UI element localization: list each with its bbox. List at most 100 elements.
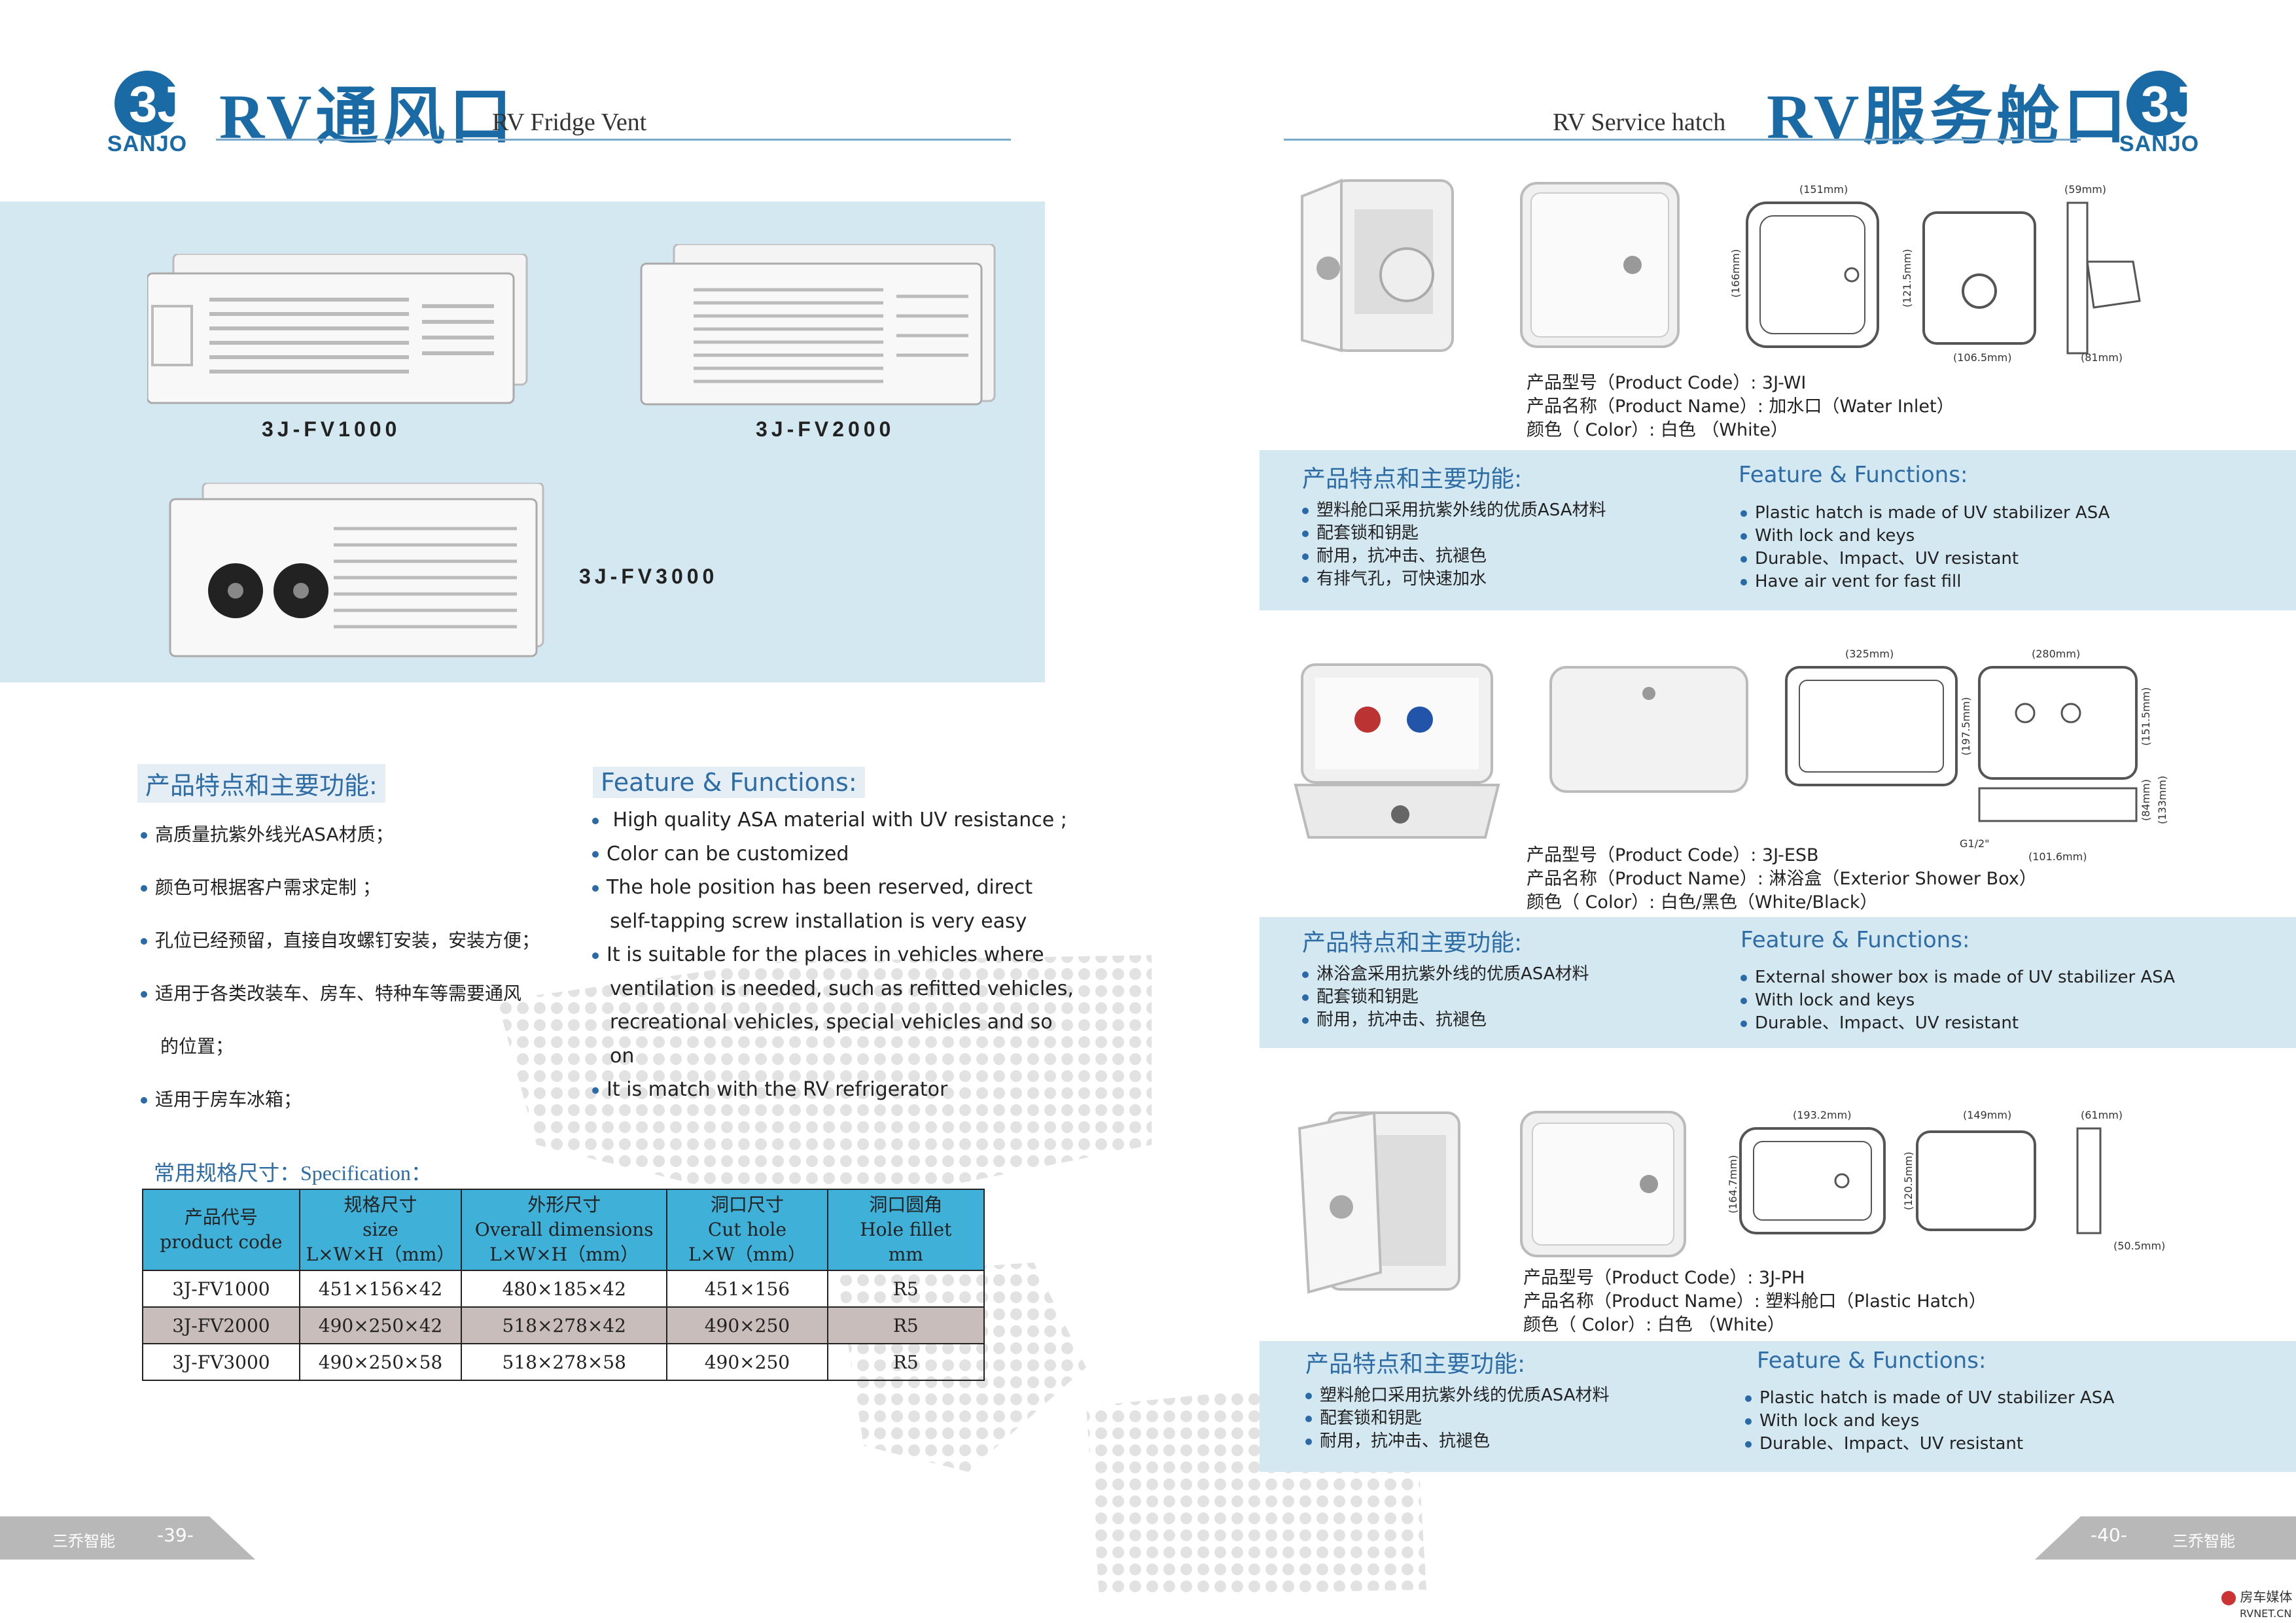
feature-item: 适用于房车冰箱； <box>141 1073 540 1126</box>
svg-text:3J: 3J <box>129 75 186 133</box>
dimension-label: (166mm) <box>1729 249 1742 298</box>
dimension-label: (101.6mm) <box>2028 850 2087 863</box>
feature-item: on <box>610 1044 635 1068</box>
dimension-label: (59mm) <box>2064 183 2106 196</box>
table-cell: 490×250 <box>666 1343 828 1381</box>
footer-brand: 三乔智能 <box>52 1532 115 1550</box>
watermark-icon <box>2221 1590 2236 1605</box>
features-cn-list: 淋浴盒采用抗紫外线的优质ASA材料 配套锁和钥匙 耐用，抗冲击、抗褪色 <box>1302 963 1589 1032</box>
fridge-vent-fan-image <box>169 483 544 657</box>
table-cell: R5 <box>826 1306 985 1344</box>
brand-wordmark: SANJO <box>2119 131 2200 156</box>
table-cell: 3J-FV3000 <box>142 1343 300 1381</box>
table-cell: 490×250×58 <box>298 1343 463 1381</box>
feature-item: recreational vehicles, special vehicles … <box>610 1011 1053 1034</box>
page-title-en: RV Fridge Vent <box>492 109 647 136</box>
features-en-list: High quality ASA material with UV resist… <box>592 803 1074 1107</box>
features-cn-title: 产品特点和主要功能: <box>137 764 385 803</box>
features-en-list: Plastic hatch is made of UV stabilizer A… <box>1740 502 2110 593</box>
features-en-list: Plastic hatch is made of UV stabilizer A… <box>1745 1387 2114 1456</box>
title-rule <box>1284 139 2081 141</box>
features-cn-title: 产品特点和主要功能: <box>1305 1351 1526 1378</box>
feature-item: 适用于各类改装车、房车、特种车等需要通风 <box>141 967 540 1020</box>
table-cell: 518×278×42 <box>461 1306 668 1344</box>
sanjo-logo-icon: 3J <box>2127 71 2198 136</box>
water-inlet-closed-image <box>1520 182 1680 348</box>
dimension-label: (197.5mm) <box>1960 697 1972 756</box>
feature-item: High quality ASA material with UV resist… <box>592 803 1074 837</box>
product-code-label: 3J-FV1000 <box>262 417 401 441</box>
product-code-label: 3J-FV3000 <box>579 565 718 588</box>
svg-text:3J: 3J <box>2141 75 2198 133</box>
features-en-list: External shower box is made of UV stabil… <box>1740 966 2175 1035</box>
features-panel: 产品特点和主要功能: 塑料舱口采用抗紫外线的优质ASA材料 配套锁和钥匙 耐用，… <box>1260 1341 2296 1472</box>
table-cell: R5 <box>826 1270 985 1308</box>
title-rule <box>216 139 1011 141</box>
dimension-label: (193.2mm) <box>1793 1109 1851 1121</box>
shower-box-open-image <box>1294 663 1500 839</box>
dimension-label: (84mm) <box>2140 779 2152 821</box>
table-cell: 451×156×42 <box>298 1270 463 1308</box>
page-title-cn: RV服务舱口 <box>1767 82 2130 152</box>
watermark: 房车媒体 RVNET.CN <box>2221 1590 2292 1621</box>
product-info: 产品型号（Product Code）: 3J-ESB 产品名称（Product … <box>1527 845 2037 913</box>
feature-item: It is match with the RV refrigerator <box>592 1073 1074 1107</box>
dimension-label: (151.5mm) <box>2140 688 2152 746</box>
dimension-label: G1/2" <box>1960 837 1990 850</box>
features-en-title: Feature & Functions: <box>1740 927 1970 953</box>
plastic-hatch-open-image <box>1298 1111 1460 1294</box>
table-cell: 3J-FV2000 <box>142 1306 300 1344</box>
brand-wordmark: SANJO <box>107 131 188 156</box>
water-inlet-open-image <box>1301 179 1454 353</box>
product-image-panel: 3J-FV1000 3J-FV2000 3J-FV3000 <box>0 201 1045 682</box>
features-cn-title: 产品特点和主要功能: <box>1302 930 1523 956</box>
feature-item: It is suitable for the places in vehicle… <box>592 938 1074 972</box>
features-cn-list: 高质量抗紫外线光ASA材质； 颜色可根据客户需求定制 ； 孔位已经预留，直接自攻… <box>141 808 540 1126</box>
dimension-label: (50.5mm) <box>2113 1240 2165 1252</box>
dimension-label: (121.5mm) <box>1901 249 1913 307</box>
features-en-title: Feature & Functions: <box>1757 1348 1987 1374</box>
dimension-label: (151mm) <box>1799 183 1848 196</box>
dimension-label: (61mm) <box>2081 1109 2123 1121</box>
page-number: -40- <box>2091 1524 2127 1546</box>
table-cell: 451×156 <box>666 1270 828 1308</box>
product-info: 产品型号（Product Code）: 3J-PH 产品名称（Product N… <box>1523 1268 1987 1335</box>
plastic-hatch-drawing: (193.2mm) (149mm) (61mm) (164.7mm) (120.… <box>1727 1109 2165 1252</box>
footer-tab-left <box>0 1516 255 1560</box>
features-en-title: Feature & Functions: <box>593 767 865 798</box>
features-panel: 产品特点和主要功能: 淋浴盒采用抗紫外线的优质ASA材料 配套锁和钥匙 耐用，抗… <box>1260 917 2296 1048</box>
page-number: -39- <box>157 1524 194 1546</box>
dimension-label: (81mm) <box>2081 351 2123 364</box>
dimension-label: (325mm) <box>1845 648 1894 660</box>
footer-brand: 三乔智能 <box>2172 1532 2235 1550</box>
feature-item: 颜色可根据客户需求定制 ； <box>141 861 540 914</box>
table-cell: 480×185×42 <box>461 1270 668 1308</box>
shower-box-closed-image <box>1549 666 1748 793</box>
table-cell: 490×250 <box>666 1306 828 1344</box>
shower-box-drawing: (325mm) (280mm) (197.5mm) (151.5mm) (84m… <box>1785 648 2168 863</box>
feature-item: ventilation is needed, such as refitted … <box>610 977 1074 1000</box>
table-cell: 490×250×42 <box>298 1306 463 1344</box>
features-panel: 产品特点和主要功能: 塑料舱口采用抗紫外线的优质ASA材料 配套锁和钥匙 耐用，… <box>1260 450 2296 610</box>
footer-tab-right <box>2035 1516 2296 1560</box>
dimension-label: (120.5mm) <box>1902 1152 1915 1210</box>
features-cn-list: 塑料舱口采用抗紫外线的优质ASA材料 配套锁和钥匙 耐用，抗冲击、抗褪色 有排气… <box>1302 499 1606 591</box>
feature-item: 高质量抗紫外线光ASA材质； <box>141 808 540 861</box>
fridge-vent-image <box>640 244 996 406</box>
dimension-label: (280mm) <box>2032 648 2080 660</box>
table-row: 3J-FV2000 490×250×42 518×278×42 490×250 … <box>142 1306 985 1344</box>
table-cell: R5 <box>826 1343 985 1381</box>
page-title-cn: RV通风口 <box>219 82 516 152</box>
table-row: 3J-FV3000 490×250×58 518×278×58 490×250 … <box>142 1343 985 1381</box>
features-en-title: Feature & Functions: <box>1739 462 1968 488</box>
features-cn-list: 塑料舱口采用抗紫外线的优质ASA材料 配套锁和钥匙 耐用，抗冲击、抗褪色 <box>1305 1384 1610 1453</box>
feature-item: The hole position has been reserved, dir… <box>592 871 1074 905</box>
page-title-en: RV Service hatch <box>1553 109 1726 136</box>
sanjo-logo-left: 3J SANJO <box>95 65 200 157</box>
product-code-label: 3J-FV2000 <box>756 417 895 441</box>
